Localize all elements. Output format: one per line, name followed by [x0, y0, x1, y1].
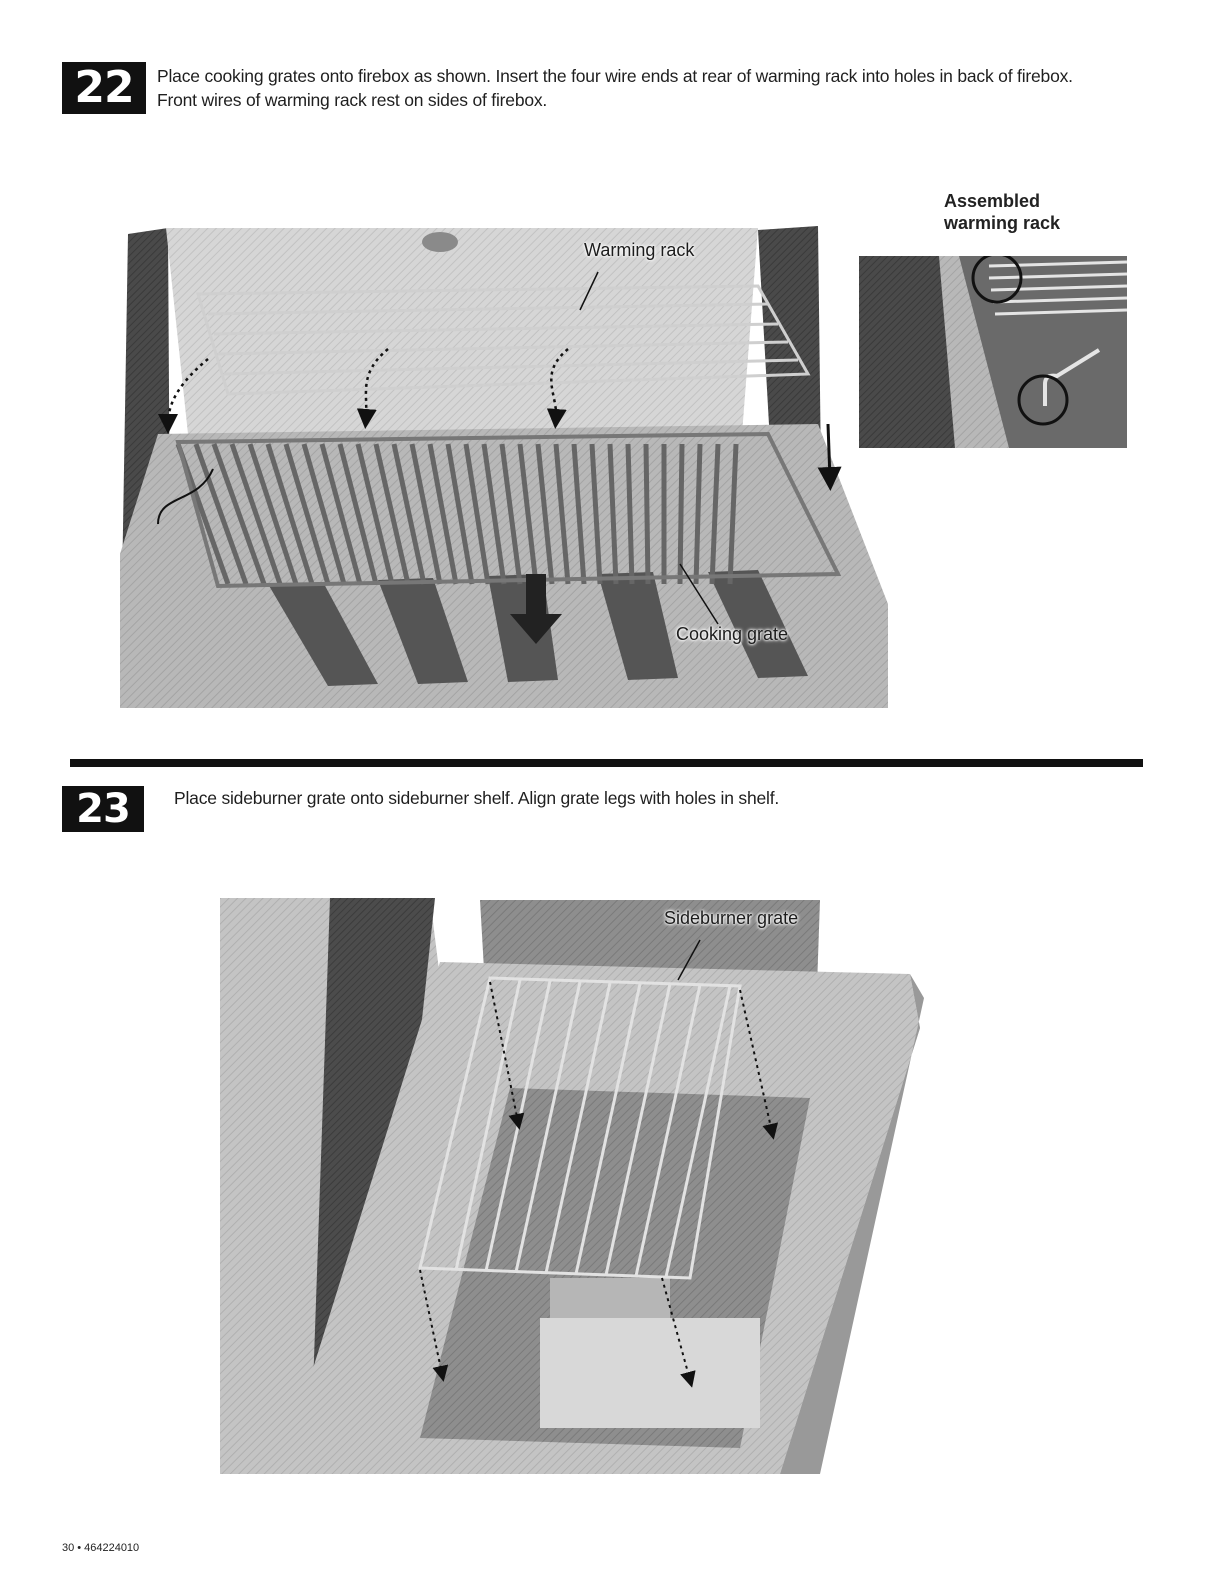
page-number: 30	[62, 1542, 75, 1554]
step-22-badge: 22	[62, 62, 146, 114]
inset-caption-line-2: warming rack	[944, 213, 1061, 233]
sideburner-grate-callout: Sideburner grate	[664, 908, 799, 928]
step-22-instructions: Place cooking grates onto firebox as sho…	[157, 64, 1157, 112]
part-number: 464224010	[84, 1542, 140, 1554]
grill-firebox-illustration	[118, 224, 890, 708]
step-23-line-1: Place sideburner grate onto sideburner s…	[174, 788, 780, 808]
warming-rack-callout: Warming rack	[584, 240, 695, 260]
step-23-instructions: Place sideburner grate onto sideburner s…	[174, 786, 1074, 810]
step-22-line-1: Place cooking grates onto firebox as sho…	[157, 66, 1073, 86]
step-23-badge: 23	[62, 786, 144, 832]
inset-caption: Assembled warming rack	[944, 190, 1144, 234]
inset-caption-line-1: Assembled	[944, 191, 1041, 211]
assembled-warming-rack-inset	[859, 256, 1127, 448]
step-22-line-2: Front wires of warming rack rest on side…	[157, 90, 548, 110]
footer-separator: •	[77, 1542, 82, 1554]
page-footer: 30•464224010	[62, 1542, 142, 1554]
cooking-grate-callout: Cooking grate	[676, 624, 789, 644]
sideburner-shelf-illustration	[220, 898, 924, 1474]
step-divider	[70, 759, 1143, 767]
